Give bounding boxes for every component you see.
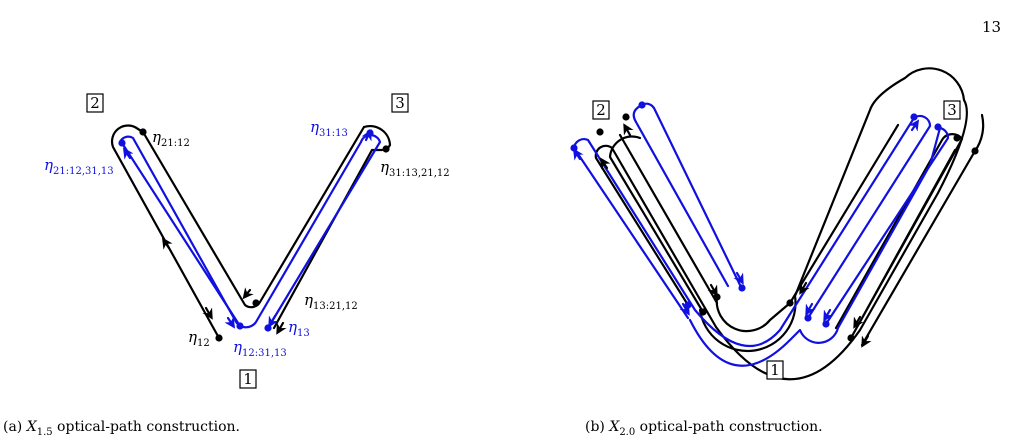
panel-a-dot-eta-31-13 [366,129,374,137]
panel-b-dot-5 [684,301,692,309]
panel-b-arrow-12 [908,119,920,132]
panel-b-arrow-8 [679,302,690,316]
panel-b-arrow-1 [599,157,611,170]
panel-a-arrow-6 [224,316,236,329]
panel-a-arrow-3 [242,287,254,300]
panel-a-dot-eta-21-12 [139,128,147,136]
panel-b-blue-right [688,126,950,367]
panel-a-blue-path-left [118,134,382,330]
panel-a-dot-eta-12-31-13 [236,322,244,330]
panel-b-arrow-9 [733,271,744,285]
panel-b-blue-left-inner [572,146,690,320]
panel-b-dot-9 [786,299,794,307]
panel-b-dot-1 [570,144,578,152]
panel-b-black-right-b [860,113,985,347]
panel-a-dot-eta-31-13-21-12 [382,145,390,153]
label-eta-21-12: η21:12 [152,128,190,149]
panel-b-dot-7 [713,293,721,301]
panel-b-arrow-11 [823,308,834,322]
panel-b-dot-15 [953,134,961,142]
label-eta-21-12-31-13: η21:12,31,13 [44,156,114,177]
panel-b-dot-11 [822,320,830,328]
panel-b-dot-10 [804,314,812,322]
panel-b-dot-2 [596,128,604,136]
label-eta-12-31-13: η12:31,13 [233,338,287,359]
panel-a-dot-eta-21-12-31-13 [118,139,126,147]
panel-b-arrow-10 [805,302,816,316]
panel-b-black-right-a [834,133,964,340]
panel-a-black-loop-3 [362,125,392,150]
panel-b-node-1: 1 [766,360,784,380]
svg-text:1: 1 [243,370,253,388]
panel-a-arrow-4 [276,321,287,335]
label-eta-12: η12 [188,328,210,349]
svg-text:2: 2 [90,94,100,112]
panel-b-dot-6 [699,308,707,316]
page-number: 13 [982,18,1002,36]
label-eta-13-21-12: η13:21,12 [304,291,358,312]
label-eta-31-13: η31:13 [310,118,348,139]
svg-text:1: 1 [770,361,780,379]
panel-b-arrow-4 [799,281,810,295]
panel-b-diagram: 2 3 1 [570,67,985,381]
panel-b-arrow-5 [853,315,864,329]
panel-a-dot-eta-13 [264,324,272,332]
panel-a-diagram: 2 3 1 η21:12 η21:12,31,13 η31:13 η31:13,… [44,93,450,389]
svg-text:3: 3 [947,101,957,119]
panel-b-arrow-2 [623,123,634,137]
panel-a-node-3: 3 [391,93,409,113]
panel-b-dot-12 [847,334,855,342]
panel-b-dot-8 [738,284,746,292]
panel-b-dot-16 [971,147,979,155]
panel-b-dot-3 [622,113,630,121]
panel-b-arrow-7 [572,148,584,161]
panel-a-node-2: 2 [86,93,104,113]
panel-a-dot-eta-12 [215,334,223,342]
panel-a-black-path-right [272,148,384,330]
panel-a-blue-path-left-inner [120,141,242,328]
panel-b-arrow-3 [707,283,718,297]
caption-b: (b) X2.0 optical-path construction. [585,419,823,438]
panel-a-arrow-5 [122,147,134,160]
svg-text:3: 3 [395,94,405,112]
panel-b-dot-13 [910,113,918,121]
panel-a-arrow-1 [161,237,173,250]
panel-a-black-path-middle [141,125,366,309]
panel-b-node-2: 2 [592,100,610,120]
panel-b-black-big-loop [610,67,968,381]
panel-a-dot-eta-13-21-12 [252,299,260,307]
caption-a: (a) X1.5 optical-path construction. [3,419,240,438]
panel-a-arrow-8 [268,314,279,328]
panel-b-blue-left [572,114,932,347]
label-eta-13: η13 [288,318,310,339]
panel-a-arrow-2 [202,306,213,320]
panel-b-black-mid [715,123,900,333]
panel-b-blue-top-inner [632,104,730,288]
panel-a-node-1: 1 [239,369,257,389]
svg-text:2: 2 [596,101,606,119]
label-eta-31-13-21-12: η31:13,21,12 [380,158,450,179]
panel-a-black-path-left [110,124,221,340]
panel-b-dot-14 [934,123,942,131]
panel-b-dot-4 [638,101,646,109]
panel-b-arrow-6 [861,334,872,348]
panel-b-node-3: 3 [943,100,961,120]
panel-b-black-outer [594,135,705,314]
